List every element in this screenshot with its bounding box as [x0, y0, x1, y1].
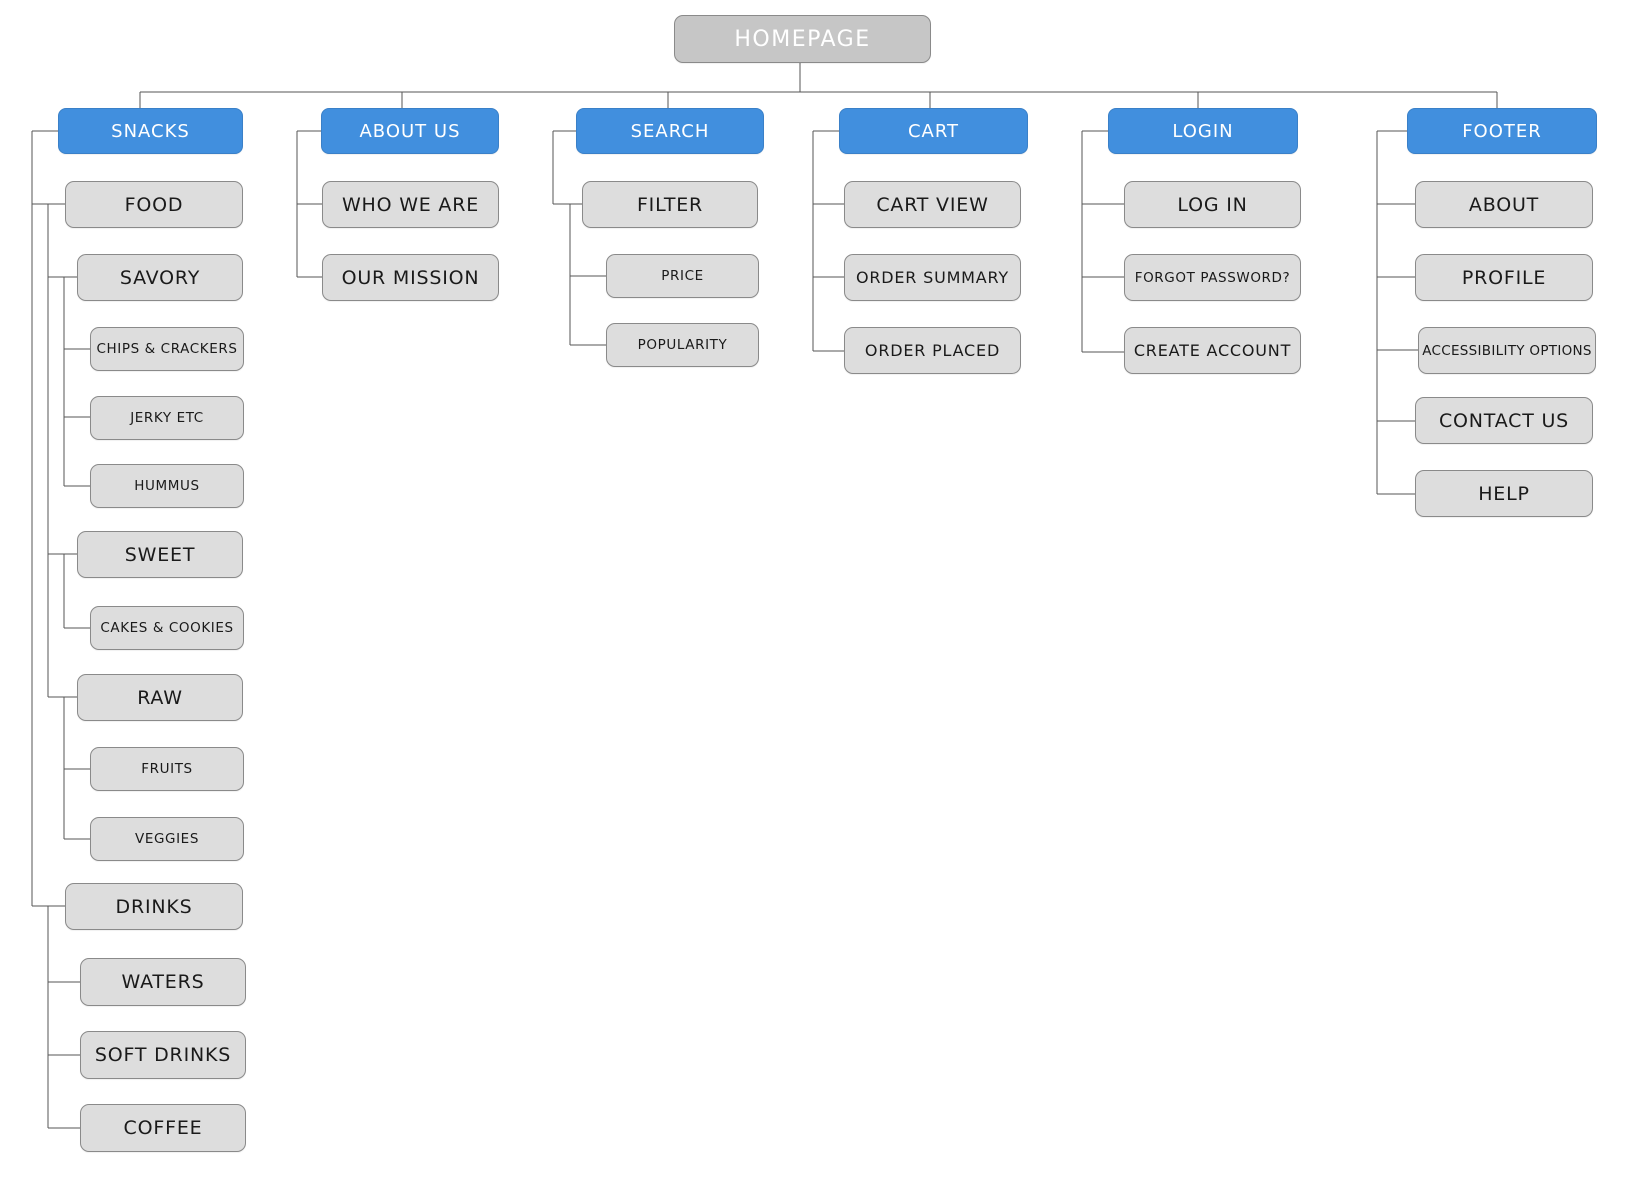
node-create-account[interactable]: CREATE ACCOUNT — [1124, 327, 1301, 374]
node-cakes-cookies[interactable]: CAKES & COOKIES — [90, 606, 244, 650]
node-raw[interactable]: RAW — [77, 674, 243, 721]
node-food[interactable]: FOOD — [65, 181, 243, 228]
node-snacks[interactable]: SNACKS — [58, 108, 243, 154]
node-homepage[interactable]: HOMEPAGE — [674, 15, 931, 63]
node-hummus[interactable]: HUMMUS — [90, 464, 244, 508]
node-soft-drinks[interactable]: SOFT DRINKS — [80, 1031, 246, 1079]
node-popularity[interactable]: POPULARITY — [606, 323, 759, 367]
node-order-summary[interactable]: ORDER SUMMARY — [844, 254, 1021, 301]
node-cart[interactable]: CART — [839, 108, 1028, 154]
node-price[interactable]: PRICE — [606, 254, 759, 298]
node-our-mission[interactable]: OUR MISSION — [322, 254, 499, 301]
node-drinks[interactable]: DRINKS — [65, 883, 243, 930]
node-login[interactable]: LOGIN — [1108, 108, 1298, 154]
node-forgot-password[interactable]: FORGOT PASSWORD? — [1124, 254, 1301, 301]
node-help[interactable]: HELP — [1415, 470, 1593, 517]
node-log-in[interactable]: LOG IN — [1124, 181, 1301, 228]
node-chips-crackers[interactable]: CHIPS & CRACKERS — [90, 327, 244, 371]
node-waters[interactable]: WATERS — [80, 958, 246, 1006]
node-veggies[interactable]: VEGGIES — [90, 817, 244, 861]
node-search[interactable]: SEARCH — [576, 108, 764, 154]
node-order-placed[interactable]: ORDER PLACED — [844, 327, 1021, 374]
node-sweet[interactable]: SWEET — [77, 531, 243, 578]
node-about-us[interactable]: ABOUT US — [321, 108, 499, 154]
node-accessibility-options[interactable]: ACCESSIBILITY OPTIONS — [1418, 327, 1596, 374]
node-fruits[interactable]: FRUITS — [90, 747, 244, 791]
node-cart-view[interactable]: CART VIEW — [844, 181, 1021, 228]
node-savory[interactable]: SAVORY — [77, 254, 243, 301]
node-footer[interactable]: FOOTER — [1407, 108, 1597, 154]
node-who-we-are[interactable]: WHO WE ARE — [322, 181, 499, 228]
node-jerky-etc[interactable]: JERKY ETC — [90, 396, 244, 440]
node-profile[interactable]: PROFILE — [1415, 254, 1593, 301]
node-filter[interactable]: FILTER — [582, 181, 758, 228]
node-contact-us[interactable]: CONTACT US — [1415, 397, 1593, 444]
node-about[interactable]: ABOUT — [1415, 181, 1593, 228]
node-coffee[interactable]: COFFEE — [80, 1104, 246, 1152]
